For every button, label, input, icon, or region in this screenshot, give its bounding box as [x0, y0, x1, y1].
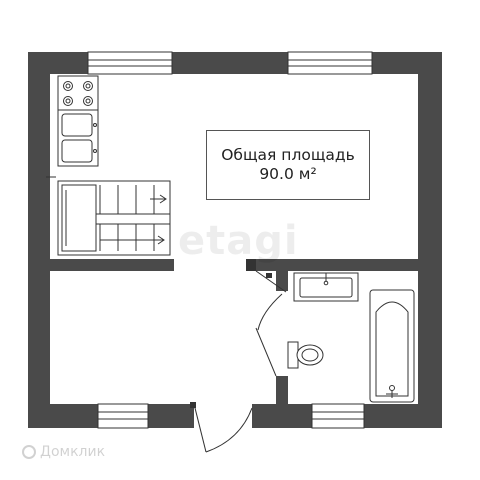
window-icon [97, 403, 365, 429]
house-icon [22, 445, 36, 459]
toilet-icon [287, 341, 324, 369]
staircase-icon [46, 176, 171, 256]
brand-name: Домклик [40, 444, 106, 460]
door-icon [193, 270, 287, 453]
area-title: Общая площадь [221, 146, 355, 164]
area-value: 90.0 м² [259, 165, 317, 183]
bathroom-sink-icon [293, 272, 359, 302]
bathtub-icon [369, 289, 415, 403]
window-icon [87, 51, 373, 75]
stove-icon [57, 75, 99, 111]
watermark: etagi [178, 218, 299, 264]
kitchen-sink-icon [57, 109, 99, 167]
door-frame [190, 273, 272, 408]
interior-walls [50, 259, 418, 408]
brand-logo: Домклик [22, 444, 105, 460]
total-area-label: Общая площадь 90.0 м² [206, 130, 370, 200]
